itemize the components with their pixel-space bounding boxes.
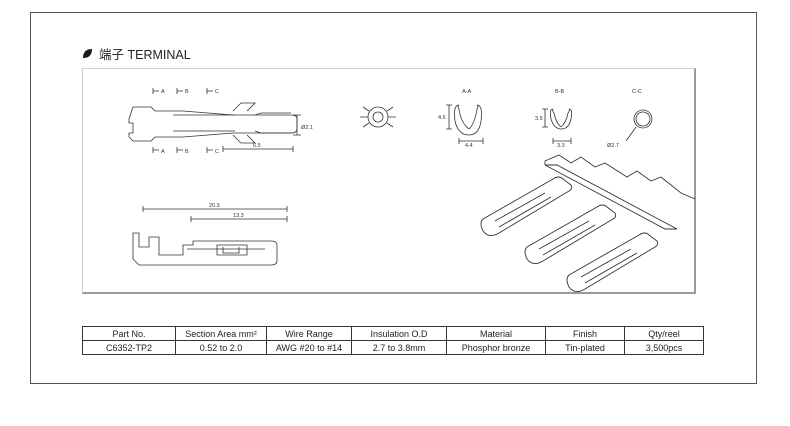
cell-material: Phosphor bronze xyxy=(446,340,546,355)
marker-bottom-b: B xyxy=(185,149,189,155)
marker-bottom-a: A xyxy=(161,149,165,155)
header-finish: Finish xyxy=(545,326,625,341)
header-insulation-od: Insulation O.D xyxy=(351,326,447,341)
section-aa-width: 4.4 xyxy=(465,143,473,149)
heading-title: 端子 TERMINAL xyxy=(99,48,191,62)
side-view xyxy=(132,206,288,266)
cell-insulation-od: 2.7 to 3.8mm xyxy=(351,340,447,355)
marker-top-b: B xyxy=(185,89,189,95)
marker-top-a: A xyxy=(161,89,165,95)
header-material: Material xyxy=(446,326,546,341)
section-cc-diameter: Ø2.7 xyxy=(607,143,619,149)
header-part-no: Part No. xyxy=(82,326,176,341)
spec-table: Part No. Section Area mm² Wire Range Ins… xyxy=(82,326,704,355)
cell-part-no: C6352-TP2 xyxy=(82,340,176,355)
terminal-reel xyxy=(480,154,696,292)
top-view xyxy=(128,88,301,153)
dim-barrel-length: 13.3 xyxy=(233,213,244,219)
marker-top-c: C xyxy=(215,89,219,95)
technical-drawing: A B C A B C Ø2.1 6.5 20.3 13.3 A-A 4.6 4… xyxy=(82,68,696,294)
marker-bottom-c: C xyxy=(215,149,219,155)
drawing-canvas: A B C A B C Ø2.1 6.5 20.3 13.3 A-A 4.6 4… xyxy=(128,88,696,292)
section-aa-label: A-A xyxy=(462,89,472,95)
section-bb-width: 3.3 xyxy=(557,143,565,149)
dim-total-length: 20.3 xyxy=(209,203,220,209)
cell-qty-reel: 3,500pcs xyxy=(624,340,704,355)
table-header-row: Part No. Section Area mm² Wire Range Ins… xyxy=(82,326,704,341)
section-cc-label: C-C xyxy=(632,89,642,95)
dim-front-length: 6.5 xyxy=(253,143,261,149)
cell-wire-range: AWG #20 to #14 xyxy=(266,340,352,355)
section-cc xyxy=(625,109,653,142)
header-wire-range: Wire Range xyxy=(266,326,352,341)
header-qty-reel: Qty/reel xyxy=(624,326,704,341)
cell-section-area: 0.52 to 2.0 xyxy=(175,340,267,355)
table-row: C6352-TP2 0.52 to 2.0 AWG #20 to #14 2.7… xyxy=(82,340,704,355)
header-section-area: Section Area mm² xyxy=(175,326,267,341)
cell-finish: Tin-plated xyxy=(545,340,625,355)
section-aa-height: 4.6 xyxy=(438,115,446,121)
leaf-icon xyxy=(83,49,92,58)
page-frame xyxy=(30,12,757,384)
section-bb xyxy=(542,108,573,144)
end-view xyxy=(360,106,396,128)
section-heading: 端子 TERMINAL xyxy=(82,44,191,63)
section-aa xyxy=(446,104,484,144)
section-bb-height: 3.5 xyxy=(535,116,543,122)
section-bb-label: B-B xyxy=(555,89,565,95)
dim-diameter: Ø2.1 xyxy=(301,125,313,131)
